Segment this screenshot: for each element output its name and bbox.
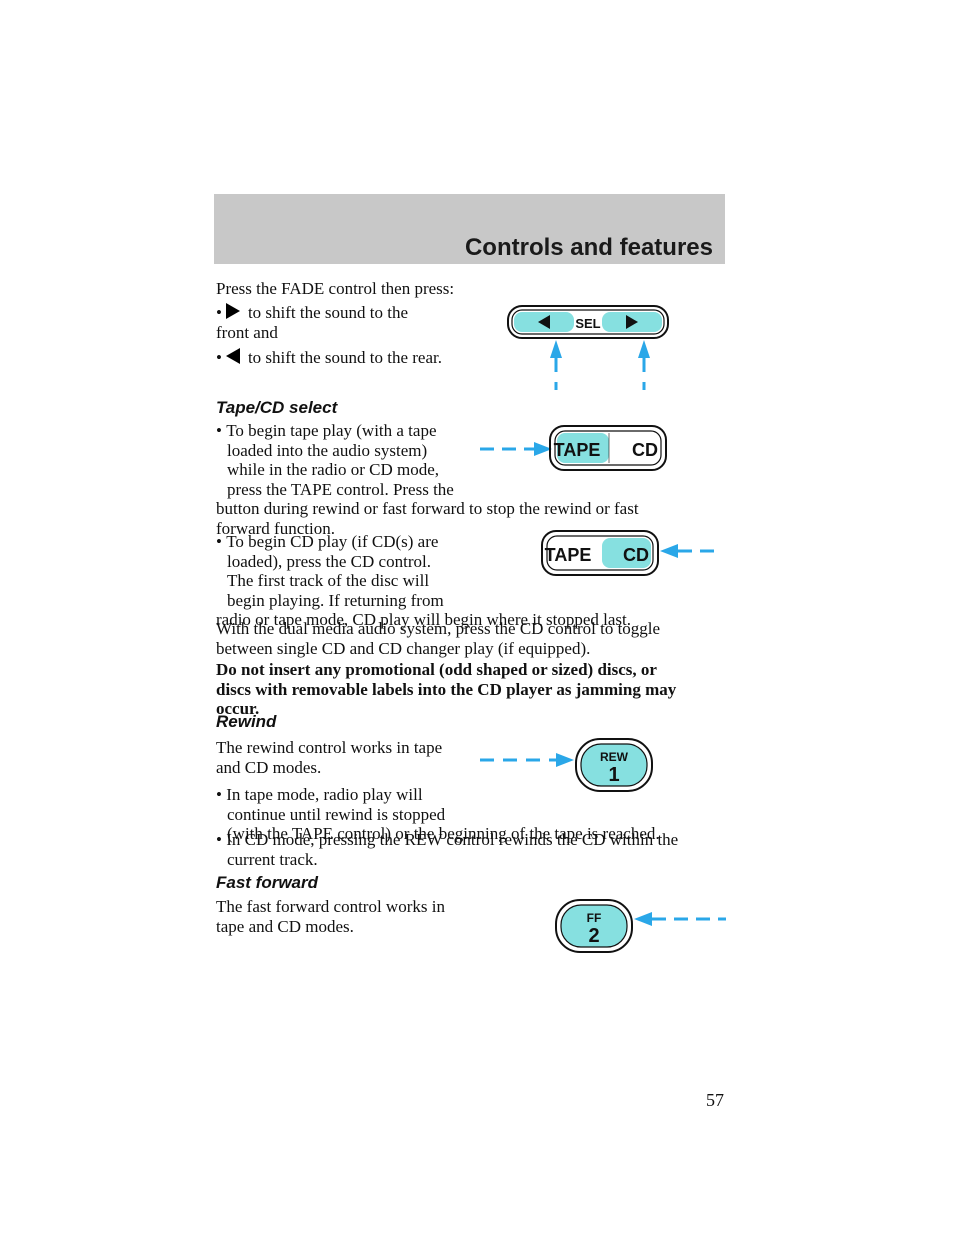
- rew-button-number: 1: [608, 764, 619, 786]
- sel-button-label: SEL: [575, 316, 600, 331]
- right-arrow-icon: [225, 303, 240, 319]
- callout-arrow-icon: [550, 340, 562, 358]
- section-title: Controls and features: [464, 234, 713, 261]
- tape-cd-heading: Tape/CD select: [216, 398, 338, 417]
- rewind-intro: The rewind control works in tape and CD …: [216, 738, 443, 777]
- callout-arrow-icon: [634, 912, 652, 926]
- section-header: Controls and features: [214, 194, 725, 264]
- ff-button-label: FF: [587, 911, 602, 925]
- rewind-bullet-tape: • In tape mode, radio play will continue…: [216, 785, 660, 843]
- callout-arrow-icon: [534, 442, 552, 456]
- tape-button-label: TAPE: [554, 440, 601, 460]
- ff-button-number: 2: [588, 925, 599, 947]
- rewind-bullet-cd: • In CD mode, pressing the REW control r…: [216, 830, 679, 869]
- warning-paragraph: Do not insert any promotional (odd shape…: [216, 660, 677, 718]
- callout-arrow-icon: [638, 340, 650, 358]
- fast-forward-intro: The fast forward control works in tape a…: [216, 897, 445, 936]
- sel-left-arrow-icon: [538, 315, 550, 329]
- rewind-heading: Rewind: [216, 712, 277, 731]
- fade-bullet-front: •to shift the sound to the: [216, 303, 409, 322]
- fast-forward-heading: Fast forward: [216, 873, 319, 892]
- left-arrow-icon: [225, 348, 240, 364]
- callout-arrow-icon: [556, 753, 574, 767]
- rew-button-label: REW: [600, 750, 629, 764]
- dual-media-paragraph: With the dual media audio system, press …: [216, 619, 661, 658]
- cd-button-label: CD: [623, 545, 649, 565]
- sel-right-arrow-icon: [626, 315, 638, 329]
- tape-bullet: • To begin tape play (with a tape loaded…: [216, 421, 639, 538]
- cd-button-label: CD: [632, 440, 658, 460]
- page-number: 57: [706, 1090, 724, 1110]
- fade-intro: Press the FADE control then press:: [216, 279, 455, 298]
- fade-bullet-front-cont: front and: [216, 323, 278, 342]
- cd-bullet: • To begin CD play (if CD(s) are loaded)…: [216, 532, 631, 629]
- callout-arrow-icon: [660, 544, 678, 558]
- tape-button-label: TAPE: [545, 545, 592, 565]
- fade-bullet-rear: •to shift the sound to the rear.: [216, 348, 443, 367]
